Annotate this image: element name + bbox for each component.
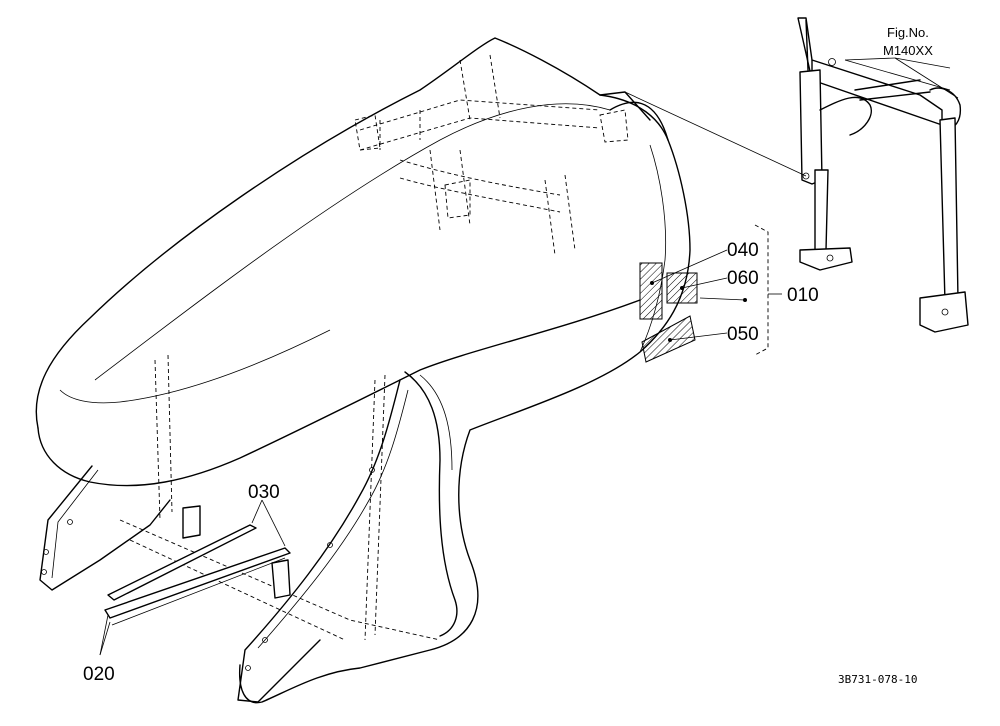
left-side-skirt xyxy=(39,465,171,591)
drawing-number: 3B731-078-10 xyxy=(838,673,917,686)
rubber-strips xyxy=(104,524,291,626)
bonnet-outline xyxy=(35,37,691,704)
inner-frame xyxy=(359,54,601,256)
callout-020: 020 xyxy=(83,664,115,685)
fig-ref-line2: M140XX xyxy=(883,43,933,58)
fig-ref-line1: Fig.No. xyxy=(887,25,929,40)
callout-050: 050 xyxy=(727,324,759,345)
bonnet-nose xyxy=(37,299,641,487)
right-side-skirt xyxy=(237,379,401,703)
bonnet-top-ridge xyxy=(94,103,611,381)
callout-040: 040 xyxy=(727,240,759,261)
decals xyxy=(639,262,698,363)
decal-040 xyxy=(639,262,663,320)
callout-030: 030 xyxy=(248,482,280,503)
leader-lines xyxy=(99,57,959,656)
callout-060: 060 xyxy=(727,268,759,289)
callout-010: 010 xyxy=(787,285,819,306)
bonnet-assembly xyxy=(35,37,691,704)
bonnet-stand xyxy=(797,17,969,333)
strip-upper xyxy=(107,524,257,601)
